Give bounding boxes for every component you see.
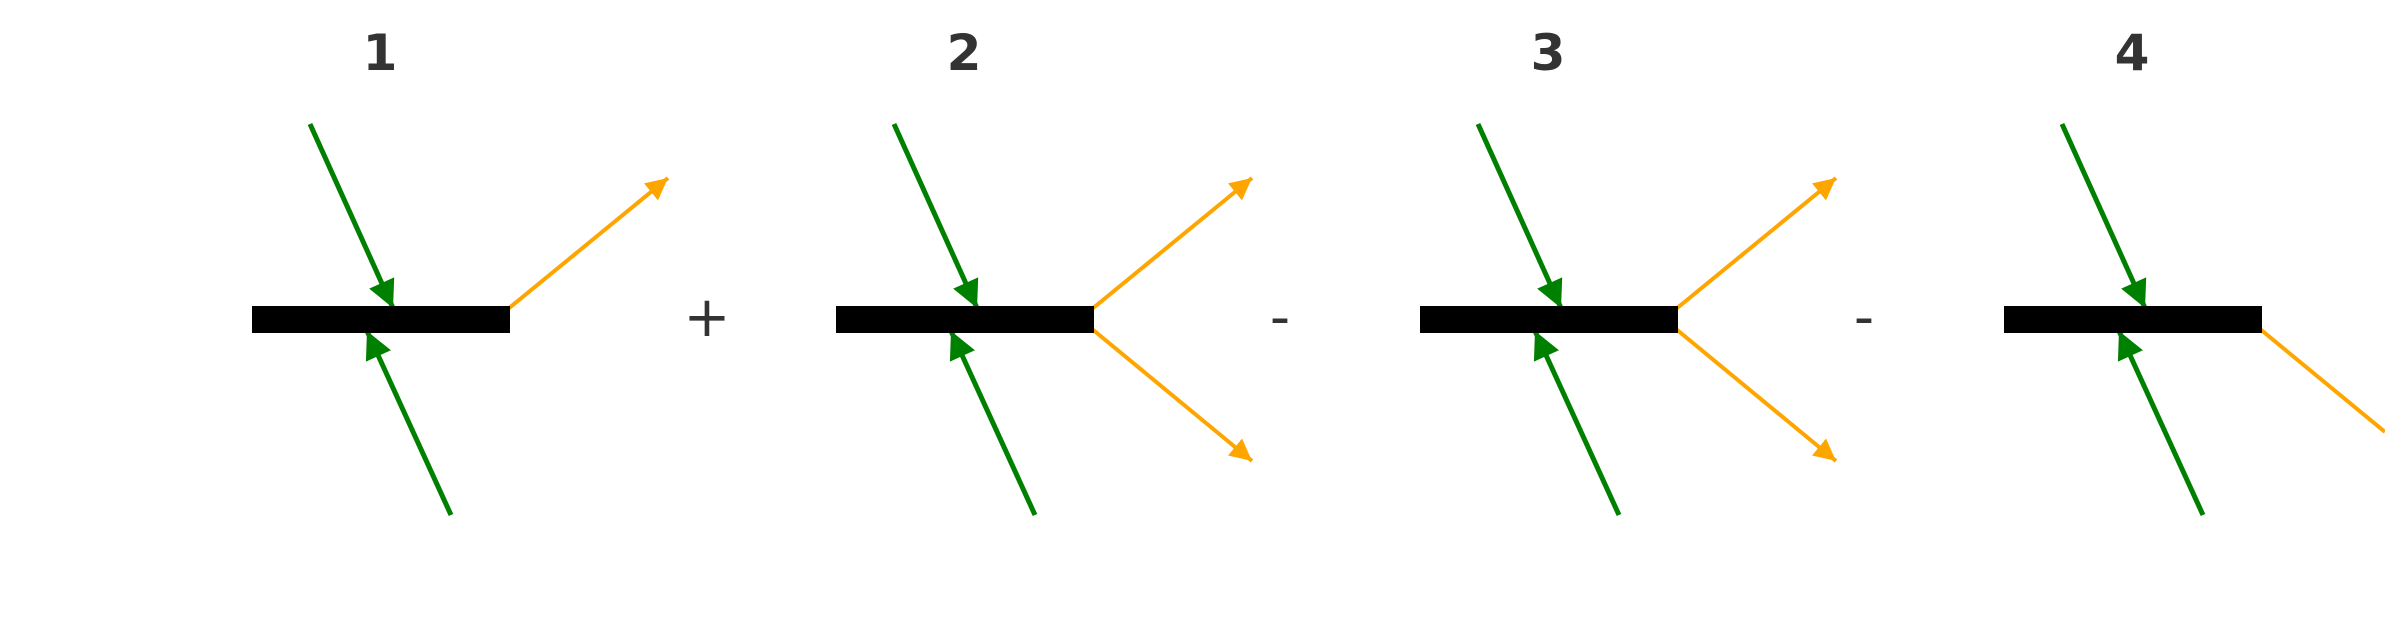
panel-4-incoming-lower-arrow — [2116, 329, 2206, 517]
operator-3: - — [1854, 285, 1874, 350]
panel-2-incoming-lower-arrow — [948, 329, 1038, 517]
panel-4: 4 — [2004, 24, 2385, 517]
panel-2-outgoing-lower-arrow — [1090, 327, 1254, 463]
panel-4-label: 4 — [2115, 24, 2150, 82]
panel-2-outgoing-upper-arrow — [1090, 176, 1254, 311]
panel-1-outgoing-upper-arrow — [506, 176, 670, 311]
panel-3-label: 3 — [1531, 24, 1566, 82]
panel-1-label: 1 — [363, 24, 398, 82]
panel-3: 3 — [1420, 24, 1838, 517]
panel-1: 1 — [252, 24, 670, 517]
panel-4-incoming-upper-arrow — [2059, 122, 2148, 310]
operator-1: + — [684, 285, 731, 350]
panel-1-bar — [252, 306, 510, 333]
panel-2-bar — [836, 306, 1094, 333]
panel-2: 2 — [836, 24, 1254, 517]
panel-3-outgoing-upper-arrow — [1674, 176, 1838, 311]
panel-1-incoming-lower-arrow — [364, 329, 454, 517]
panel-2-incoming-upper-arrow — [891, 122, 980, 310]
operator-2: - — [1270, 285, 1290, 350]
panel-1-incoming-upper-arrow — [307, 122, 396, 310]
panel-4-bar — [2004, 306, 2262, 333]
panel-4-outgoing-lower-line — [2258, 327, 2385, 434]
panel-3-outgoing-lower-arrow — [1674, 327, 1838, 463]
panel-3-incoming-upper-arrow — [1475, 122, 1564, 310]
panel-3-incoming-lower-arrow — [1532, 329, 1622, 517]
panel-3-bar — [1420, 306, 1678, 333]
panel-2-label: 2 — [947, 24, 982, 82]
